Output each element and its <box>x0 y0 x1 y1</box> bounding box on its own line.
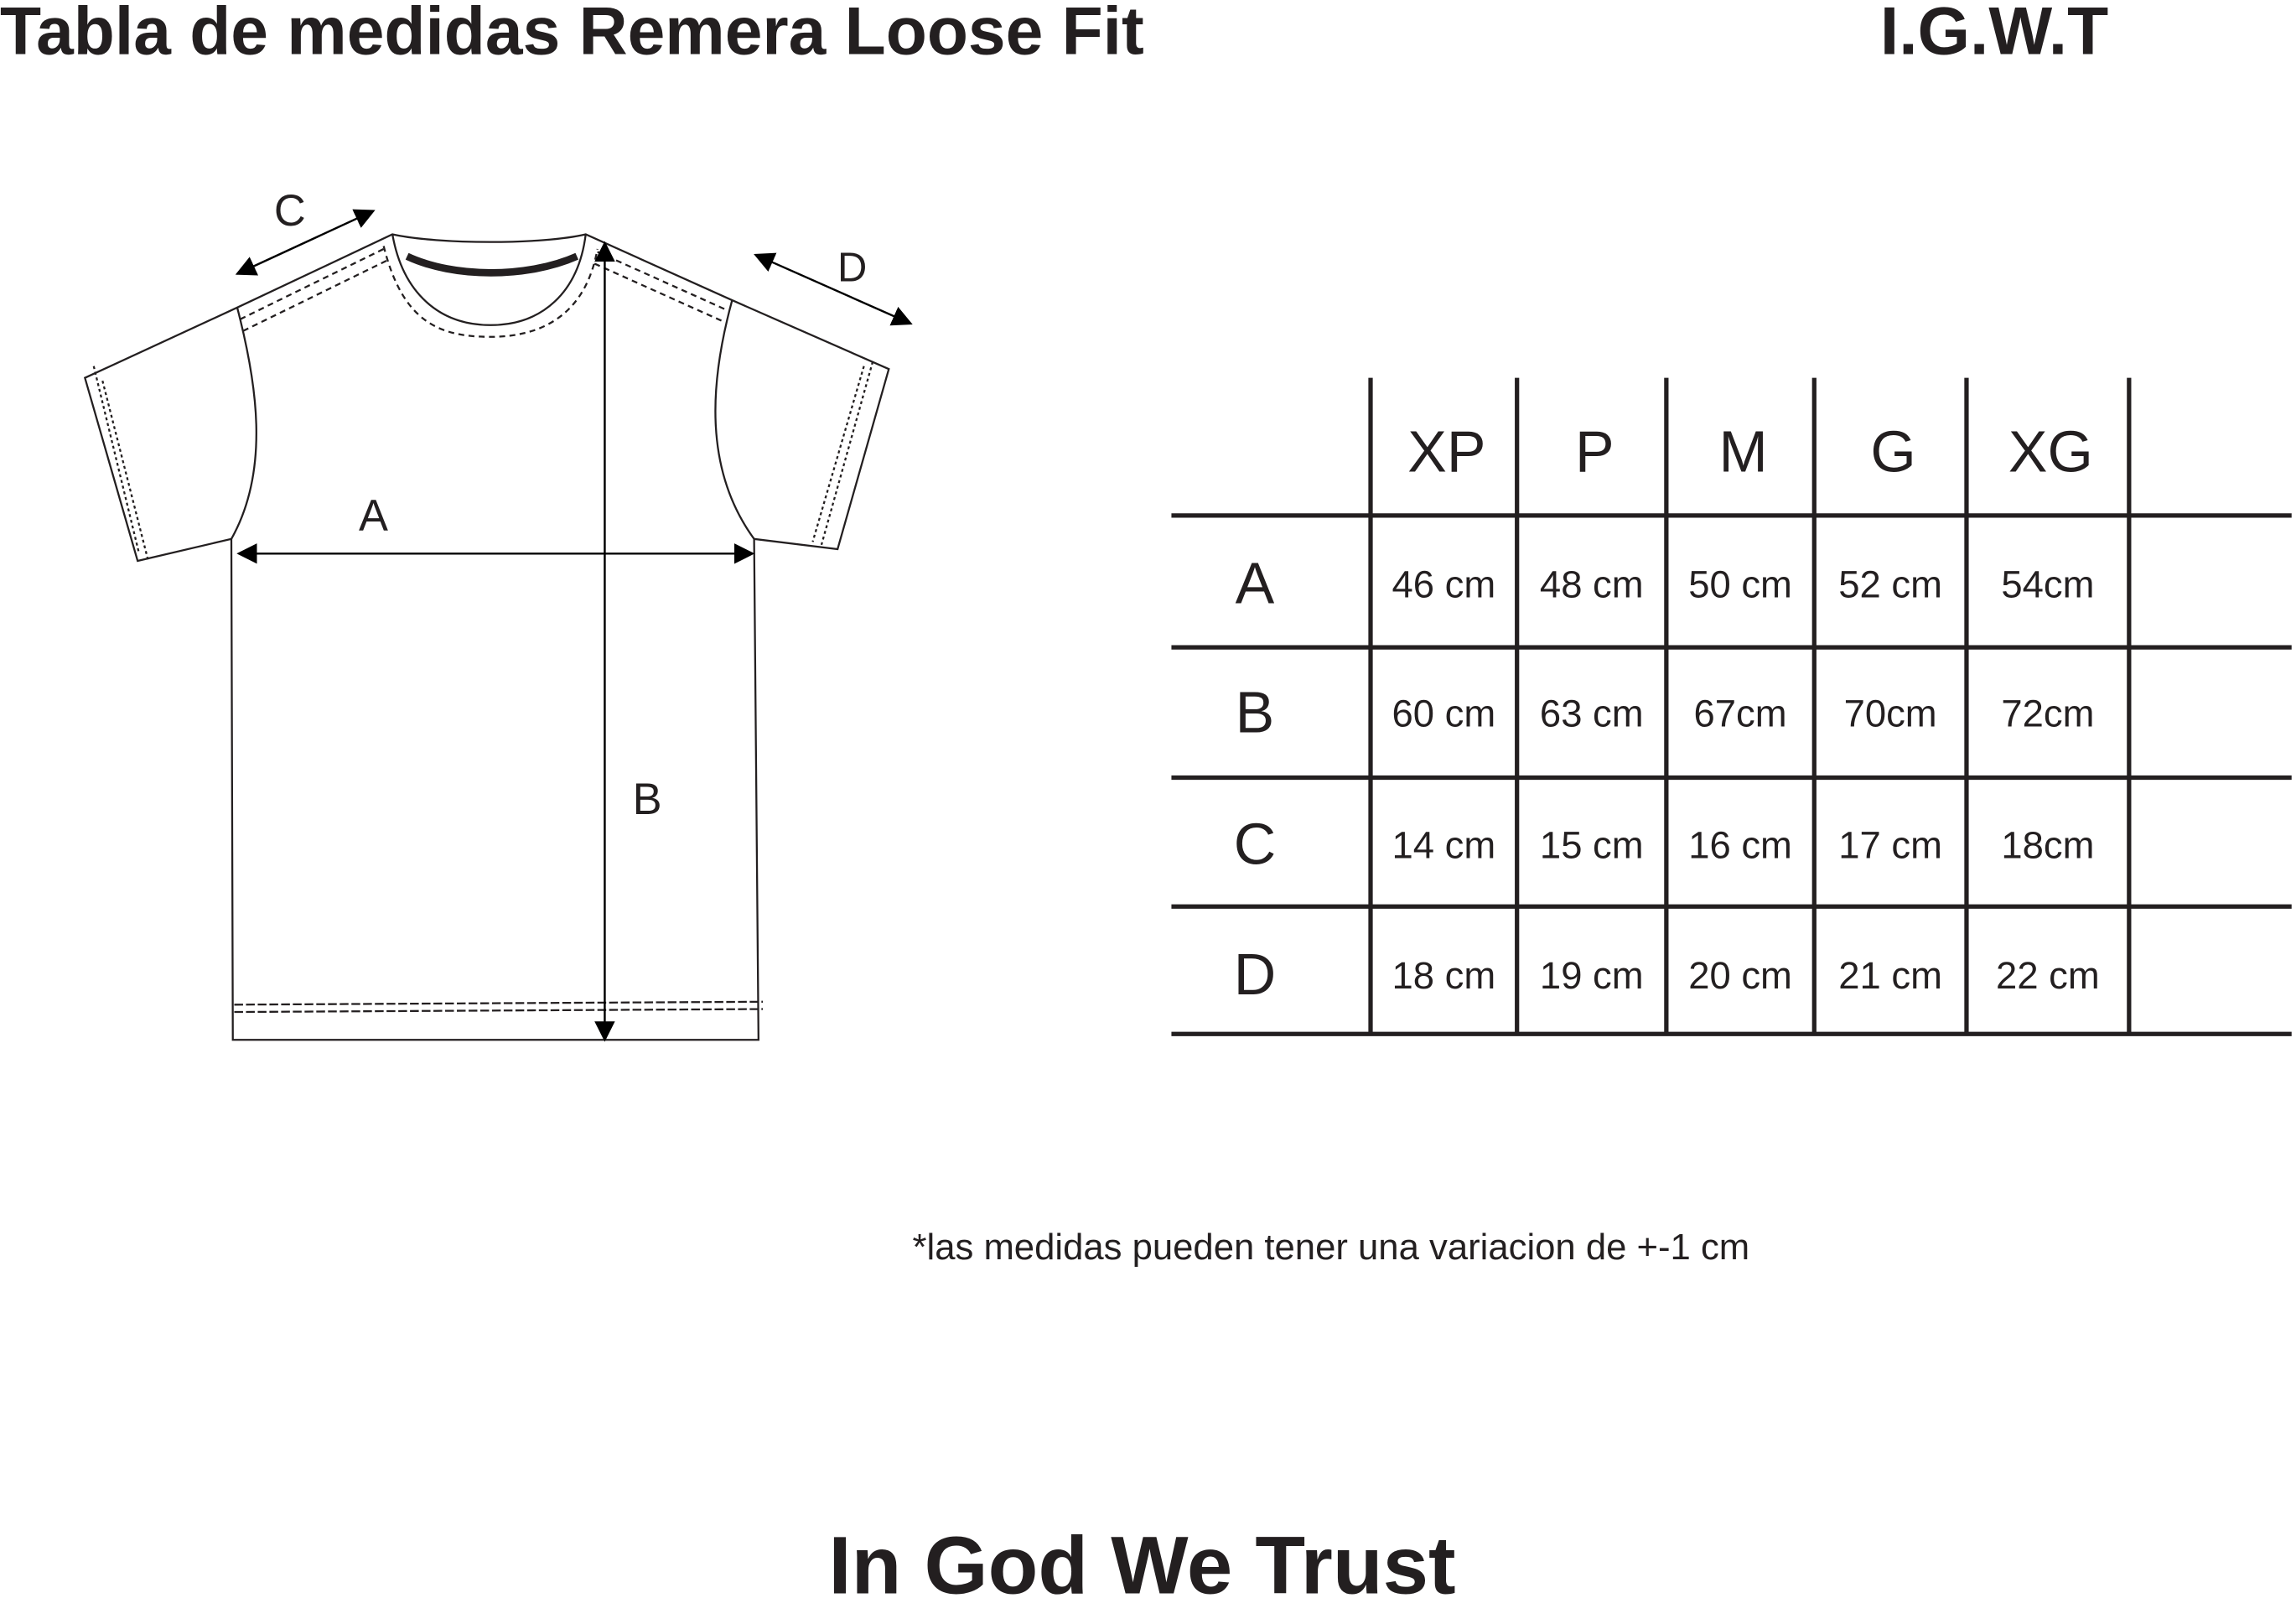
table-cell: 46 cm <box>1392 563 1496 606</box>
footer-slogan: In God We Trust <box>828 1519 1455 1598</box>
table-cell: 60 cm <box>1392 692 1496 734</box>
table-cell: 70cm <box>1844 692 1937 734</box>
row-label: A <box>1236 551 1275 616</box>
table-cell: 50 cm <box>1688 563 1792 606</box>
row-label: D <box>1234 942 1276 1007</box>
table-cell: 18 cm <box>1392 954 1496 997</box>
brand-name: I.G.W.T <box>1880 0 2108 70</box>
row-label: B <box>1236 679 1275 745</box>
diagram-label-d: D <box>837 245 867 290</box>
measure-c-arrow <box>235 209 376 276</box>
table-cell: 17 cm <box>1838 824 1942 867</box>
variation-note: *las medidas pueden tener una variacion … <box>913 1227 1750 1268</box>
table-cell: 67cm <box>1694 692 1787 734</box>
tshirt-diagram <box>83 209 913 1042</box>
column-header: XP <box>1407 418 1485 484</box>
measure-d-arrow <box>754 252 913 326</box>
table-cell: 22 cm <box>1996 954 2100 997</box>
table-cell: 52 cm <box>1838 563 1942 606</box>
column-header: G <box>1870 418 1915 484</box>
diagram-label-a: A <box>359 491 388 540</box>
row-label: C <box>1234 812 1276 877</box>
diagram-label-b: B <box>633 776 662 824</box>
table-cell: 18cm <box>2001 824 2094 867</box>
table-cell: 54cm <box>2001 563 2094 606</box>
table-cell: 15 cm <box>1540 824 1644 867</box>
table-cell: 20 cm <box>1688 954 1792 997</box>
table-cell: 48 cm <box>1540 563 1644 606</box>
column-header: P <box>1575 418 1614 484</box>
table-cell: 63 cm <box>1540 692 1644 734</box>
column-header: M <box>1718 418 1767 484</box>
table-cell: 14 cm <box>1392 824 1496 867</box>
table-cell: 72cm <box>2001 692 2094 734</box>
page-title: Tabla de medidas Remera Loose Fit <box>0 0 1144 70</box>
table-cell: 21 cm <box>1838 954 1942 997</box>
table-cell: 16 cm <box>1688 824 1792 867</box>
table-cell: 19 cm <box>1540 954 1644 997</box>
column-header: XG <box>2008 418 2093 484</box>
diagram-label-c: C <box>274 187 306 236</box>
